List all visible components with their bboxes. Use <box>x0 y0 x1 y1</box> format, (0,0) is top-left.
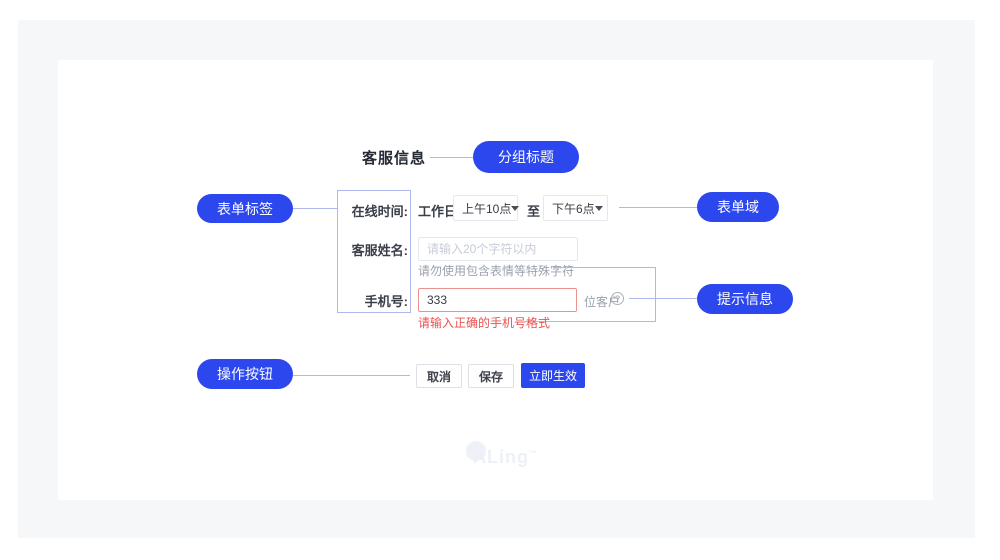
callout-hint-info: 提示信息 <box>697 284 793 314</box>
agent-name-hint: 请勿使用包含表情等特殊字符 <box>418 264 575 278</box>
annotation-bracket-hints <box>553 267 655 268</box>
save-button[interactable]: 保存 <box>468 364 515 388</box>
connector-line <box>293 375 410 376</box>
watermark-text: ALing <box>473 447 529 467</box>
start-time-value: 上午10点 <box>462 201 512 216</box>
callout-action-buttons: 操作按钮 <box>197 359 293 389</box>
field-label-phone: 手机号: <box>364 294 408 309</box>
phone-input[interactable] <box>418 288 577 312</box>
callout-group-title: 分组标题 <box>473 141 579 173</box>
connector-line <box>619 207 697 208</box>
watermark-logo-circle <box>466 441 486 461</box>
callout-form-label: 表单标签 <box>197 194 293 223</box>
chevron-down-icon <box>511 205 520 211</box>
section-title: 客服信息 <box>362 150 427 167</box>
connector-line <box>430 157 473 158</box>
cancel-button[interactable]: 取消 <box>416 364 463 388</box>
end-time-value: 下午6点 <box>552 201 595 216</box>
help-icon[interactable]: ? <box>611 292 624 305</box>
agent-name-input[interactable] <box>418 237 578 261</box>
field-label-agent-name: 客服姓名: <box>351 243 408 258</box>
connector-line <box>293 208 337 209</box>
field-label-online-time: 在线时间: <box>351 204 408 219</box>
online-time-separator: 至 <box>527 204 541 219</box>
annotation-bracket-labels <box>337 190 411 313</box>
callout-form-field: 表单域 <box>697 192 779 222</box>
annotation-bracket-hints <box>655 267 656 322</box>
chevron-down-icon <box>594 205 603 211</box>
annotation-bracket-hints <box>525 321 655 322</box>
end-time-select[interactable]: 下午6点 <box>543 195 608 221</box>
apply-button[interactable]: 立即生效 <box>521 363 586 388</box>
start-time-select[interactable]: 上午10点 <box>453 195 520 221</box>
connector-line <box>629 298 697 299</box>
online-time-prefix: 工作日 <box>418 204 458 219</box>
form-card <box>58 60 933 500</box>
trademark-icon: ™ <box>529 449 538 458</box>
watermark: ALing™ <box>473 447 538 468</box>
phone-error-message: 请输入正确的手机号格式 <box>418 316 551 330</box>
